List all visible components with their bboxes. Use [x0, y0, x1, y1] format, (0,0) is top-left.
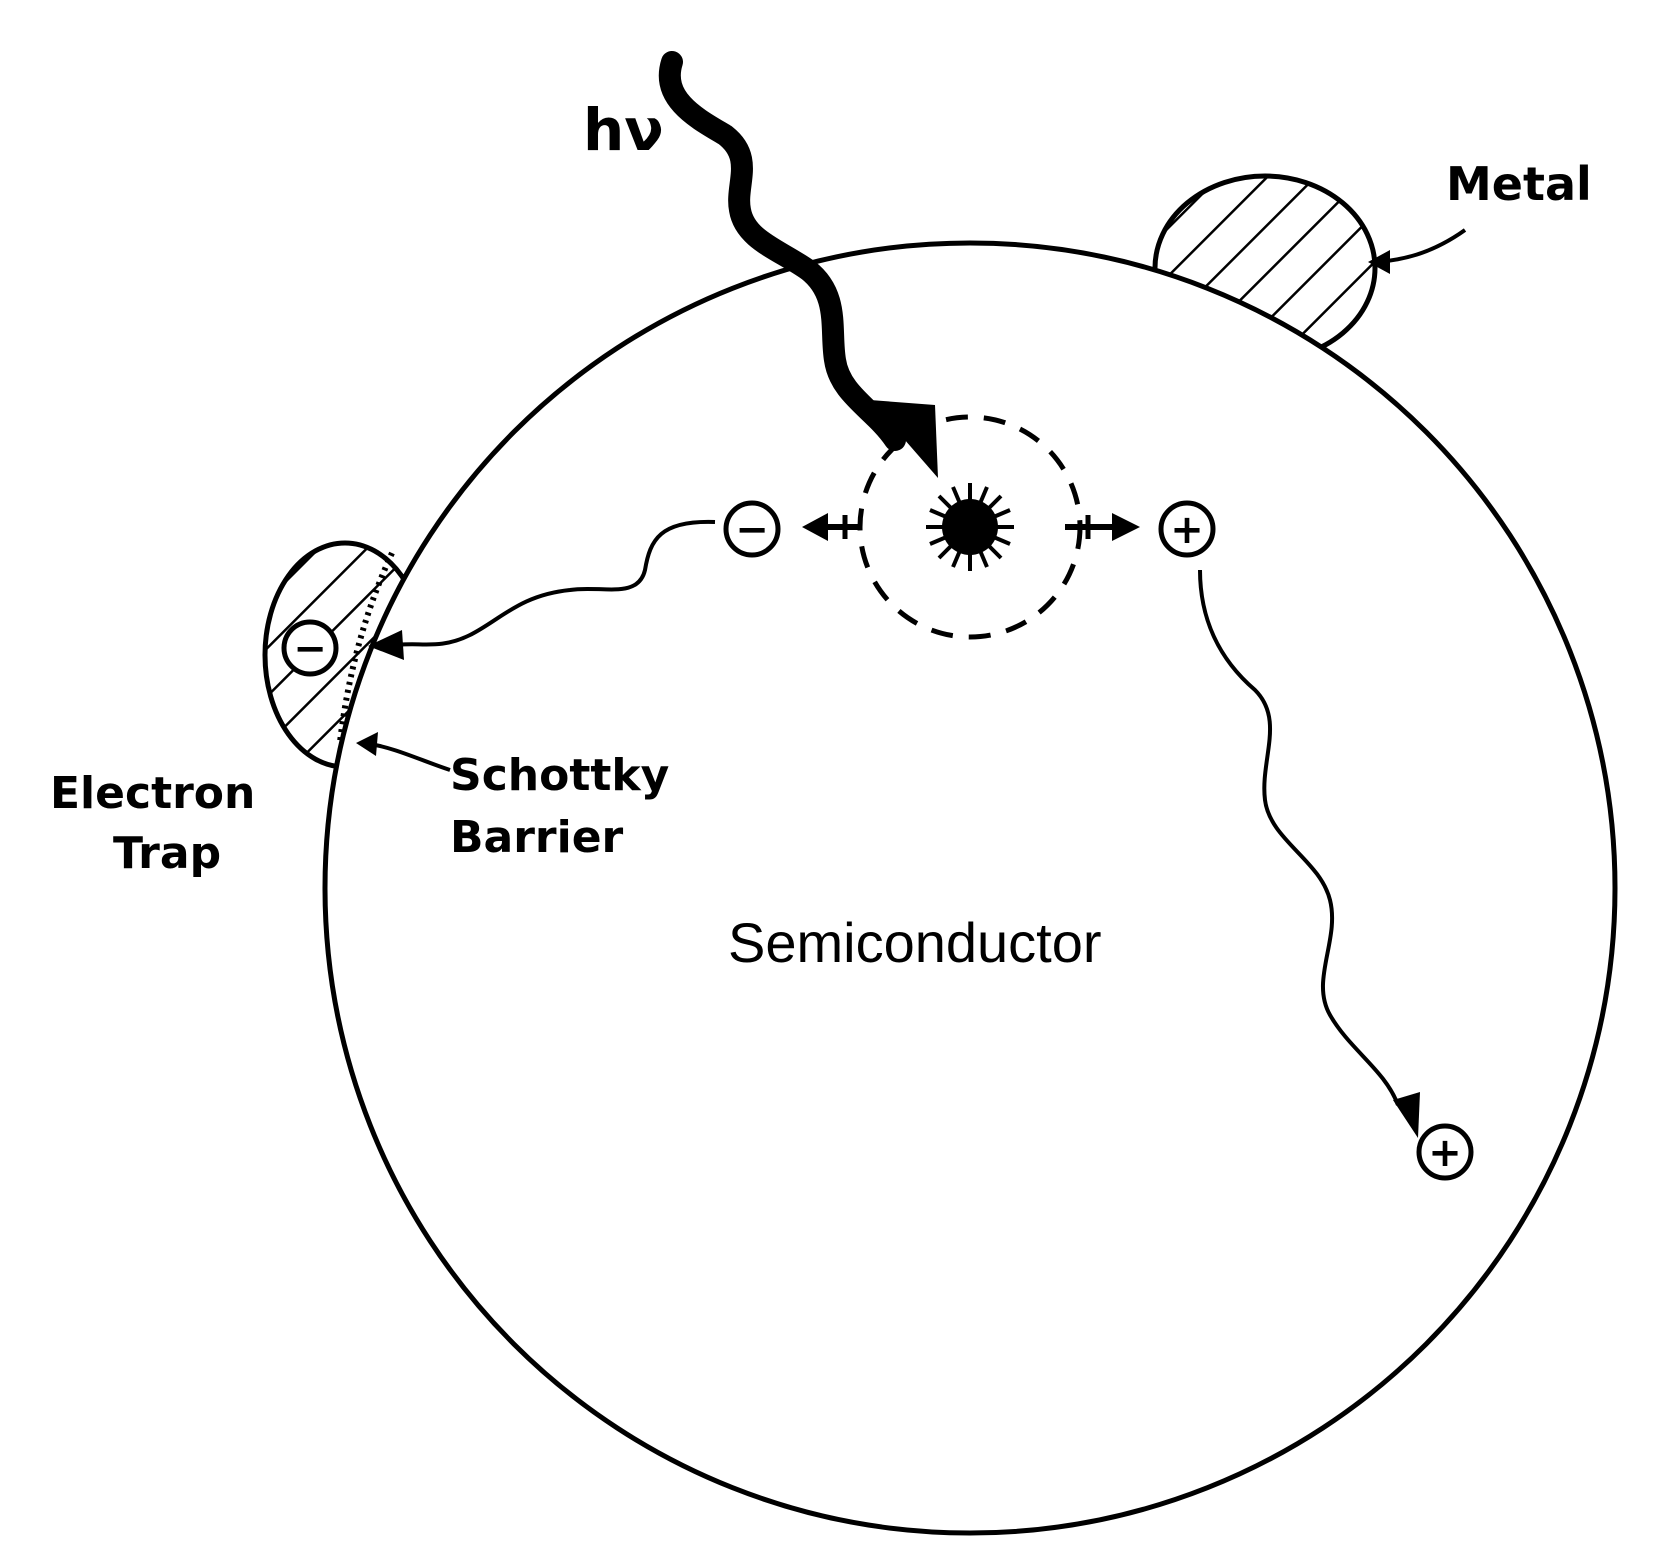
- metal-label: Metal: [1446, 157, 1592, 211]
- wavy-arrow-icon: [658, 51, 906, 451]
- electron-trap-label-line1: Electron: [50, 768, 255, 819]
- hole-charge: +: [1158, 500, 1216, 558]
- schottky-barrier-line: [337, 551, 395, 743]
- hole-path: [1198, 569, 1420, 1138]
- metal-pointer: [1368, 228, 1467, 274]
- electron-path: [368, 519, 716, 660]
- svg-text:−: −: [293, 626, 327, 672]
- trapped-electron: −: [281, 619, 339, 677]
- schottky-barrier-label-line2: Barrier: [450, 812, 624, 863]
- photon-arrow: [658, 51, 938, 478]
- electron-charge: −: [723, 500, 781, 558]
- photon-label: hν: [583, 96, 664, 164]
- svg-text:+: +: [1170, 507, 1204, 553]
- starburst-icon: [926, 483, 1014, 571]
- electron-separation-arrow: [802, 513, 862, 541]
- electron-trap-label-line2: Trap: [113, 828, 221, 879]
- metal-deposit-top: [1152, 173, 1378, 363]
- hole-separation-arrow: [1065, 513, 1140, 541]
- svg-text:+: +: [1428, 1130, 1462, 1176]
- surface-hole: +: [1416, 1123, 1474, 1181]
- schottky-barrier-label-line1: Schottky: [450, 750, 669, 801]
- metal-deposit-bottom: [825, 1322, 1055, 1518]
- schottky-pointer: [356, 732, 451, 772]
- semiconductor-particle: [322, 240, 1618, 1536]
- semiconductor-label: Semiconductor: [728, 911, 1102, 974]
- svg-text:−: −: [735, 507, 769, 553]
